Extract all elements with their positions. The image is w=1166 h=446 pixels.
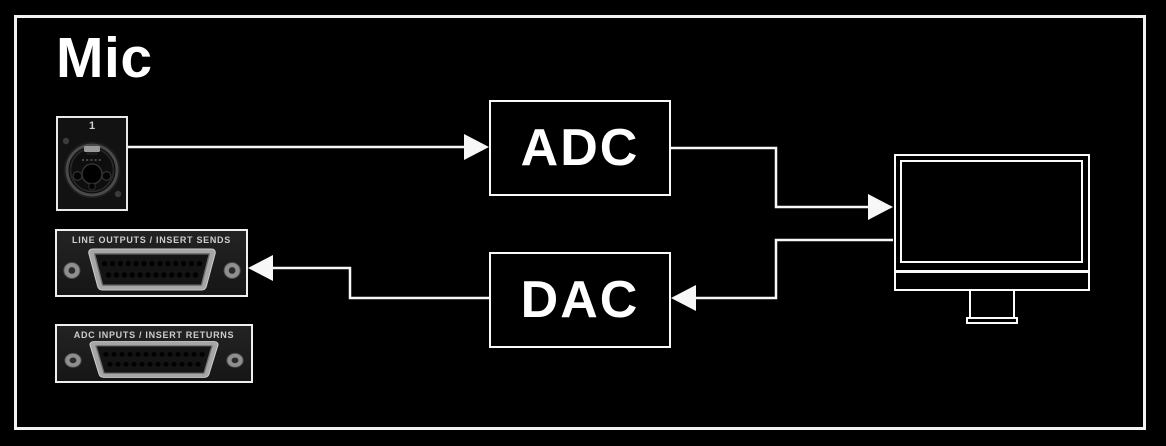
monitor-screen — [900, 160, 1083, 263]
computer-monitor-icon — [894, 154, 1090, 291]
xlr-combo-jack-icon — [62, 137, 122, 199]
db25-connector-icon — [62, 339, 246, 380]
monitor-chin-line — [896, 270, 1088, 273]
monitor-stand-base — [966, 317, 1018, 324]
xlr-combo-input: 1 — [56, 116, 128, 211]
adc-label: ADC — [520, 119, 640, 177]
line-outputs-label: LINE OUTPUTS / INSERT SENDS — [72, 235, 231, 245]
monitor-stand-neck — [969, 291, 1015, 318]
dac-label: DAC — [520, 271, 640, 329]
adc-inputs-panel: ADC INPUTS / INSERT RETURNS — [55, 324, 253, 383]
adc-box: ADC — [489, 100, 671, 196]
db25-connector-icon — [61, 246, 243, 293]
line-outputs-panel: LINE OUTPUTS / INSERT SENDS — [55, 229, 248, 297]
xlr-channel-number: 1 — [88, 120, 96, 132]
mic-label: Mic — [56, 26, 153, 90]
adc-inputs-label: ADC INPUTS / INSERT RETURNS — [73, 330, 235, 340]
diagram-border — [14, 15, 1146, 430]
dac-box: DAC — [489, 252, 671, 348]
